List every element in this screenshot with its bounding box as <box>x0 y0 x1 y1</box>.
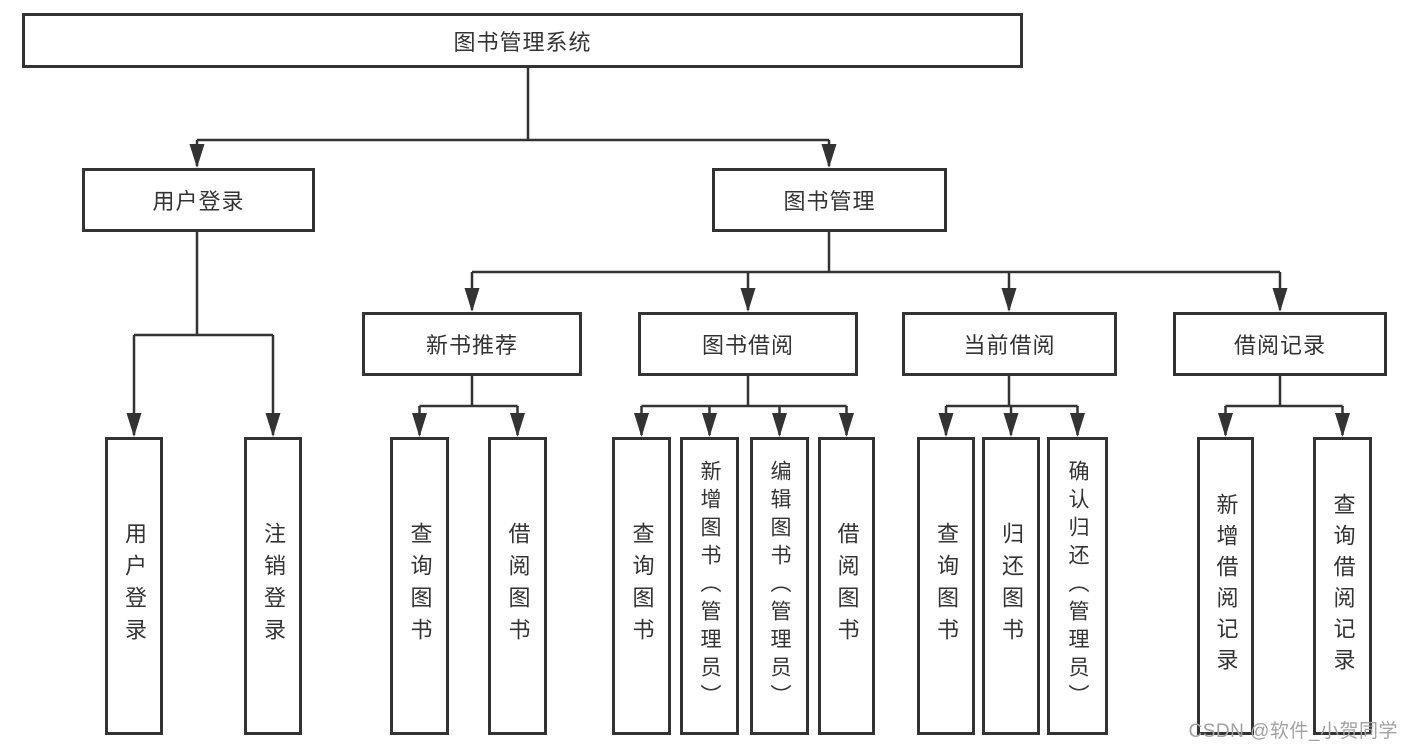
leaf-br-query-record-label: 查询借阅记录 <box>1330 493 1356 679</box>
node-new-book-recommend: 新书推荐 <box>362 312 582 376</box>
leaf-user-login-label: 用户登录 <box>122 522 147 650</box>
node-borrow-records: 借阅记录 <box>1173 312 1387 376</box>
node-borrow-records-label: 借阅记录 <box>1233 333 1326 358</box>
leaf-nb-borrow-books-label: 借阅图书 <box>505 522 531 650</box>
leaf-bb-edit-books-admin: 编辑图书（管理员） <box>750 437 809 735</box>
leaf-bb-query-books: 查询图书 <box>612 437 671 735</box>
node-system-root-label: 图书管理系统 <box>453 29 592 55</box>
leaf-br-add-record: 新增借阅记录 <box>1197 437 1254 735</box>
node-book-management-label: 图书管理 <box>783 189 876 214</box>
leaf-br-query-record: 查询借阅记录 <box>1313 437 1372 735</box>
leaf-cb-return-books-label: 归还图书 <box>999 522 1024 650</box>
node-book-management: 图书管理 <box>712 168 947 232</box>
arrowheads <box>126 144 1350 437</box>
leaf-br-add-record-label: 新增借阅记录 <box>1213 493 1239 679</box>
leaf-cb-confirm-return-admin-label: 确认归还（管理员） <box>1066 460 1089 712</box>
node-system-root: 图书管理系统 <box>22 13 1023 68</box>
leaf-bb-borrow-books-label: 借阅图书 <box>834 522 860 650</box>
node-user-login: 用户登录 <box>82 168 315 232</box>
leaf-logout: 注销登录 <box>244 437 302 735</box>
leaf-bb-query-books-label: 查询图书 <box>629 522 655 650</box>
leaf-cb-query-books-label: 查询图书 <box>934 522 959 650</box>
leaf-bb-add-books-admin-label: 新增图书（管理员） <box>698 460 721 712</box>
leaf-cb-return-books: 归还图书 <box>982 437 1040 735</box>
leaf-bb-borrow-books: 借阅图书 <box>818 437 875 735</box>
leaf-user-login: 用户登录 <box>105 437 163 735</box>
leaf-nb-query-books-label: 查询图书 <box>407 522 433 650</box>
leaf-nb-borrow-books: 借阅图书 <box>488 437 547 735</box>
leaf-cb-confirm-return-admin: 确认归还（管理员） <box>1047 437 1108 735</box>
node-current-borrow-label: 当前借阅 <box>963 333 1056 358</box>
leaf-bb-edit-books-admin-label: 编辑图书（管理员） <box>768 460 791 712</box>
node-user-login-label: 用户登录 <box>152 189 245 214</box>
csdn-watermark: CSDN @软件_小贺同学 <box>1188 721 1398 742</box>
leaf-cb-query-books: 查询图书 <box>917 437 975 735</box>
connector-paths <box>132 68 1344 435</box>
node-current-borrow: 当前借阅 <box>902 312 1117 376</box>
node-new-book-recommend-label: 新书推荐 <box>425 333 518 358</box>
leaf-logout-label: 注销登录 <box>261 522 286 650</box>
leaf-bb-add-books-admin: 新增图书（管理员） <box>680 437 739 735</box>
node-book-borrow-label: 图书借阅 <box>701 333 794 358</box>
leaf-nb-query-books: 查询图书 <box>390 437 449 735</box>
node-book-borrow: 图书借阅 <box>638 312 858 376</box>
